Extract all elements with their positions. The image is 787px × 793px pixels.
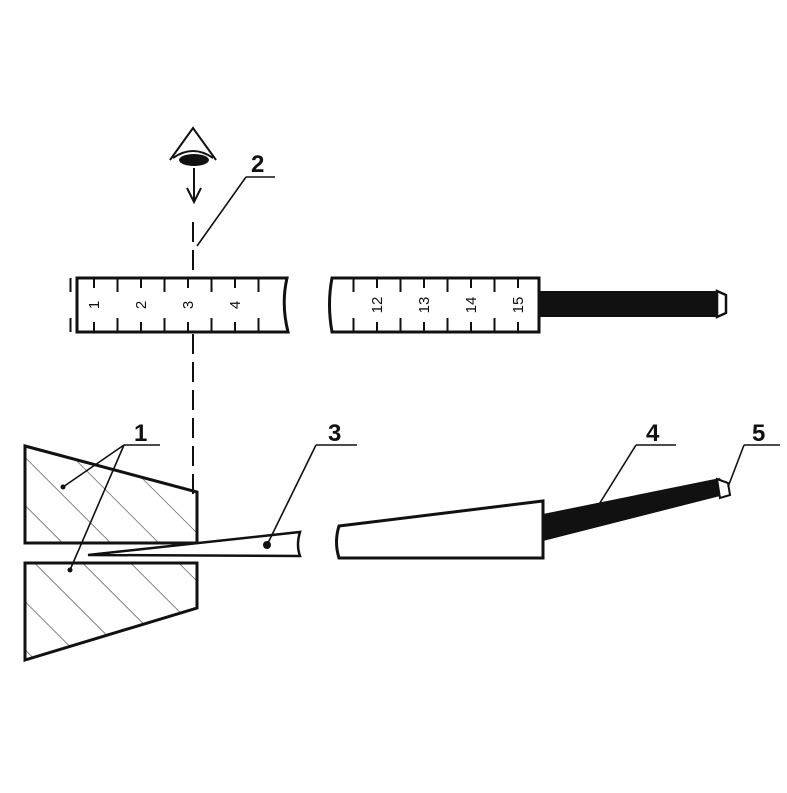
- leader-lines: [62, 176, 780, 571]
- ruler-handle: [539, 289, 728, 319]
- ruler-left: 1 2 3 4: [69, 276, 290, 334]
- ruler-left-number: 2: [133, 301, 150, 309]
- upper-jaw: [23, 444, 199, 545]
- blade-body: [335, 477, 732, 560]
- callout-4: 4: [646, 420, 660, 447]
- ruler-right-ticks: 12 13 14 15: [352, 278, 527, 332]
- feeler-blade: [87, 530, 302, 558]
- eye-icon: [169, 126, 217, 166]
- lower-jaw: [23, 561, 199, 663]
- ruler-left-number: 4: [227, 301, 244, 309]
- ruler-left-number: 3: [180, 301, 197, 309]
- arrow-down-icon: [186, 168, 202, 205]
- ruler-right-number: 13: [416, 297, 433, 314]
- callout-5: 5: [752, 420, 765, 447]
- ruler-right-number: 15: [510, 297, 527, 314]
- ruler-left-number: 1: [86, 301, 103, 309]
- ruler-right: 12 13 14 15: [328, 276, 541, 334]
- callout-1: 1: [134, 420, 147, 447]
- callout-2: 2: [251, 151, 264, 178]
- ruler-left-ticks: 1 2 3 4: [69, 278, 260, 332]
- leader-dots: [60, 484, 271, 573]
- callout-3: 3: [328, 420, 341, 447]
- ruler-right-number: 12: [369, 297, 386, 314]
- ruler-right-number: 14: [463, 297, 480, 314]
